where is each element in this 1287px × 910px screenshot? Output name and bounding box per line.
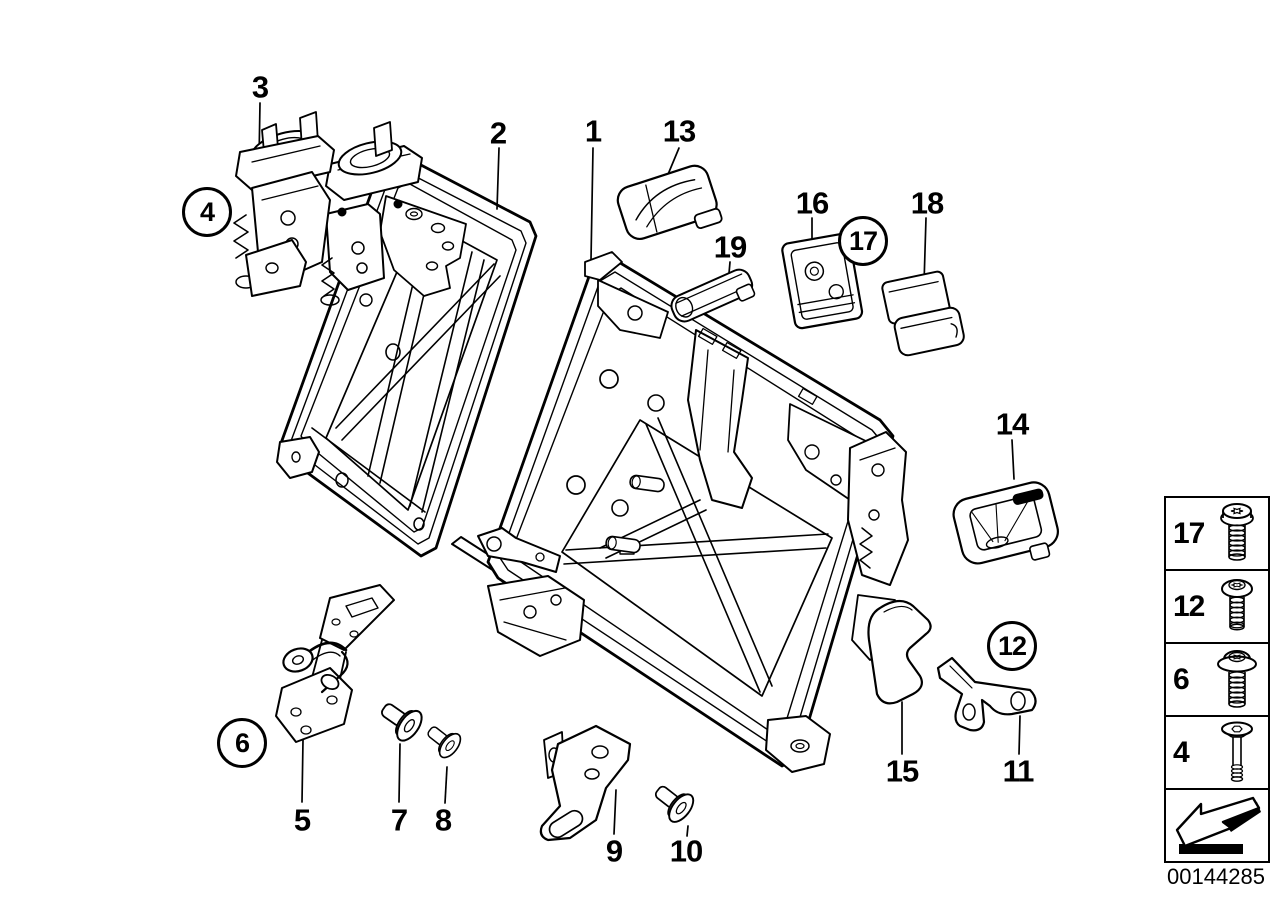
- legend-item-17[interactable]: 17: [1166, 498, 1268, 569]
- part-7-screw: [373, 693, 428, 746]
- callout-9[interactable]: 9: [605, 833, 623, 869]
- fastener-legend: 17 12 6 4: [1164, 496, 1270, 863]
- callout-16[interactable]: 16: [795, 185, 829, 221]
- countersunk-screw-icon: [1209, 720, 1265, 786]
- callout-4-circled[interactable]: 4: [182, 187, 232, 237]
- callout-1[interactable]: 1: [584, 113, 602, 149]
- legend-number: 4: [1173, 735, 1190, 769]
- part-14-guide-funnel: [952, 481, 1059, 565]
- callout-14[interactable]: 14: [995, 406, 1029, 442]
- part-11-lever: [936, 656, 1037, 732]
- torx-button-head-screw-icon: [1209, 574, 1265, 640]
- part-19-clip: [670, 268, 756, 323]
- legend-item-6[interactable]: 6: [1166, 642, 1268, 715]
- legend-nav-arrow[interactable]: [1166, 788, 1268, 861]
- part-13-cover-cap: [616, 164, 723, 240]
- legend-number: 12: [1173, 589, 1205, 623]
- part-3-latch: [233, 111, 335, 297]
- legend-number: 6: [1173, 662, 1190, 696]
- part-8-rivet: [420, 718, 466, 762]
- part-5-bracket: [275, 584, 395, 743]
- part-15-foam-pad: [867, 599, 932, 705]
- part-10-screw: [647, 776, 699, 828]
- callout-7[interactable]: 7: [390, 802, 408, 838]
- part-18-cover: [881, 270, 965, 357]
- callout-15[interactable]: 15: [885, 753, 919, 789]
- callout-2[interactable]: 2: [489, 115, 507, 151]
- frame1-left-hinge: [477, 527, 585, 657]
- callout-17-circled[interactable]: 17: [838, 216, 888, 266]
- callout-19[interactable]: 19: [713, 229, 747, 265]
- callout-6-circled[interactable]: 6: [217, 718, 267, 768]
- callout-3[interactable]: 3: [251, 69, 269, 105]
- document-number: 00144285: [1167, 864, 1265, 889]
- torx-pan-head-screw-icon: [1209, 501, 1265, 567]
- frame2-hole: [359, 293, 373, 307]
- back-arrow-icon: [1171, 793, 1263, 859]
- part-2-frame-left: [276, 121, 538, 558]
- part-1-frame-right: [451, 251, 909, 773]
- callout-8[interactable]: 8: [434, 802, 452, 838]
- callout-5[interactable]: 5: [293, 802, 311, 838]
- callout-12-circled[interactable]: 12: [987, 621, 1037, 671]
- legend-item-4[interactable]: 4: [1166, 715, 1268, 788]
- legend-item-12[interactable]: 12: [1166, 569, 1268, 642]
- legend-number: 17: [1173, 516, 1205, 550]
- callout-13[interactable]: 13: [662, 113, 696, 149]
- callout-18[interactable]: 18: [910, 185, 944, 221]
- frame2-latch-mechanism: [320, 121, 467, 306]
- callout-10[interactable]: 10: [669, 833, 703, 869]
- part-9-bracket: [539, 724, 632, 842]
- callout-11[interactable]: 11: [1002, 753, 1035, 789]
- part-16-lock: [781, 232, 864, 330]
- torx-flange-head-screw-icon: [1209, 647, 1265, 713]
